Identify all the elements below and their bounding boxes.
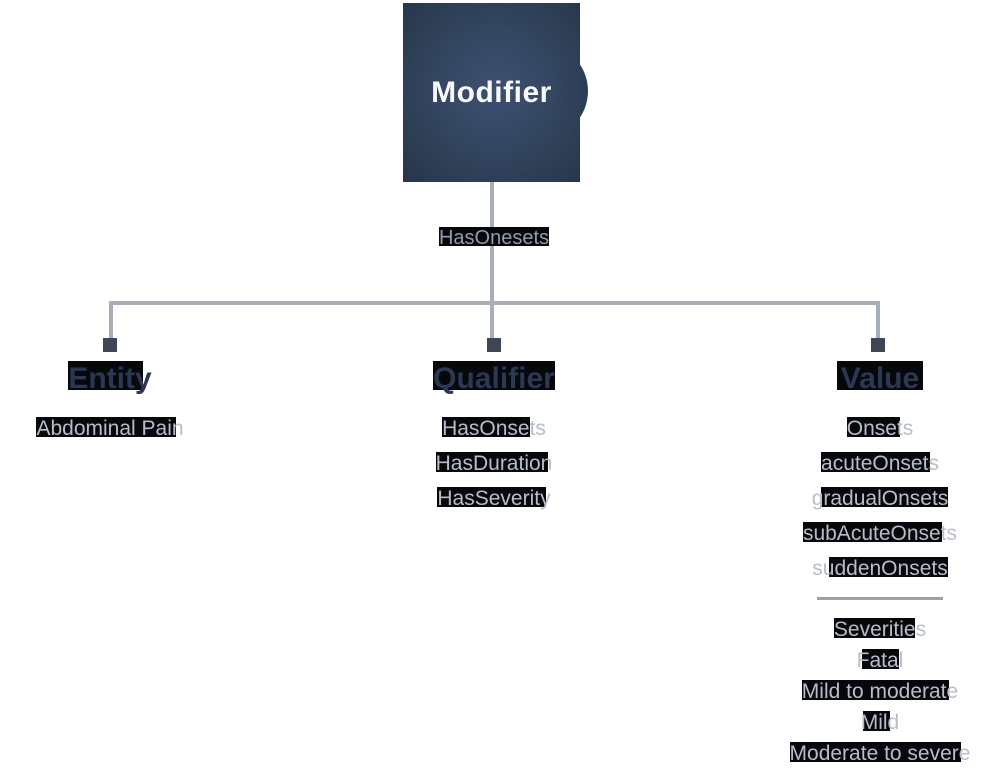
list-item: Fatal — [768, 646, 992, 677]
value-item-label: Onsets — [846, 416, 913, 442]
list-item: HasSeverity — [384, 482, 604, 517]
value-item-label: subAcuteOnsets — [802, 521, 957, 547]
list-item: gradualOnsets — [768, 482, 992, 517]
edge-label: HasOnesets — [438, 226, 550, 249]
column-entity-header-label: Entity — [68, 360, 152, 398]
column-entity: Entity Abdominal Pain — [0, 360, 220, 447]
connector-endpoint-qualifier — [487, 338, 501, 352]
value-group-divider — [817, 596, 943, 600]
root-node-label: Modifier — [431, 75, 552, 109]
list-item: Moderate to severe — [768, 739, 992, 770]
column-entity-header: Entity — [0, 360, 220, 398]
column-value-header-label: Value — [836, 360, 924, 398]
list-item: subAcuteOnsets — [768, 517, 992, 552]
connector-horizontal-bar — [109, 301, 880, 305]
connector-vertical-right — [876, 301, 880, 338]
connector-vertical-center — [490, 182, 494, 338]
edge-label-wrap: HasOnesets — [384, 226, 604, 251]
value-item-label: Severities — [833, 617, 926, 643]
connector-endpoint-entity — [103, 338, 117, 352]
list-item: Abdominal Pain — [0, 412, 220, 447]
column-value-header: Value — [768, 360, 992, 398]
list-item: Onsets — [768, 412, 992, 447]
list-item: Mild to moderate — [768, 677, 992, 708]
column-qualifier: Qualifier HasOnsets HasDuration HasSever… — [384, 360, 604, 517]
list-item: HasDuration — [384, 447, 604, 482]
column-value: Value Onsets acuteOnsets gradualOnsets s… — [768, 360, 992, 770]
value-item-label: suddenOnsets — [812, 556, 949, 582]
column-qualifier-items: HasOnsets HasDuration HasSeverity — [384, 412, 604, 517]
qualifier-item-label: HasDuration — [435, 451, 552, 477]
qualifier-item-label: HasOnsets — [442, 416, 546, 442]
entity-item-label: Abdominal Pain — [36, 416, 184, 442]
root-node[interactable]: Modifier — [403, 3, 580, 182]
list-item: suddenOnsets — [768, 552, 992, 587]
column-qualifier-header: Qualifier — [384, 360, 604, 398]
list-item: Mild — [768, 708, 992, 739]
value-item-label: Fatal — [857, 648, 903, 674]
value-item-label: Mild to moderate — [801, 679, 958, 705]
column-qualifier-header-label: Qualifier — [433, 360, 555, 398]
connector-endpoint-value — [871, 338, 885, 352]
column-value-items: Onsets acuteOnsets gradualOnsets subAcut… — [768, 412, 992, 587]
value-item-label: acuteOnsets — [821, 451, 939, 477]
value-item-label: Mild — [861, 710, 899, 736]
value-item-label: Moderate to severe — [789, 741, 970, 767]
connector-vertical-left — [109, 301, 113, 338]
list-item: Severities — [768, 615, 992, 646]
value-item-label: gradualOnsets — [812, 486, 948, 512]
list-item: HasOnsets — [384, 412, 604, 447]
column-value-items-2: Severities Fatal Mild to moderate Mild M… — [768, 615, 992, 770]
column-entity-items: Abdominal Pain — [0, 412, 220, 447]
list-item: acuteOnsets — [768, 447, 992, 482]
qualifier-item-label: HasSeverity — [437, 486, 551, 512]
